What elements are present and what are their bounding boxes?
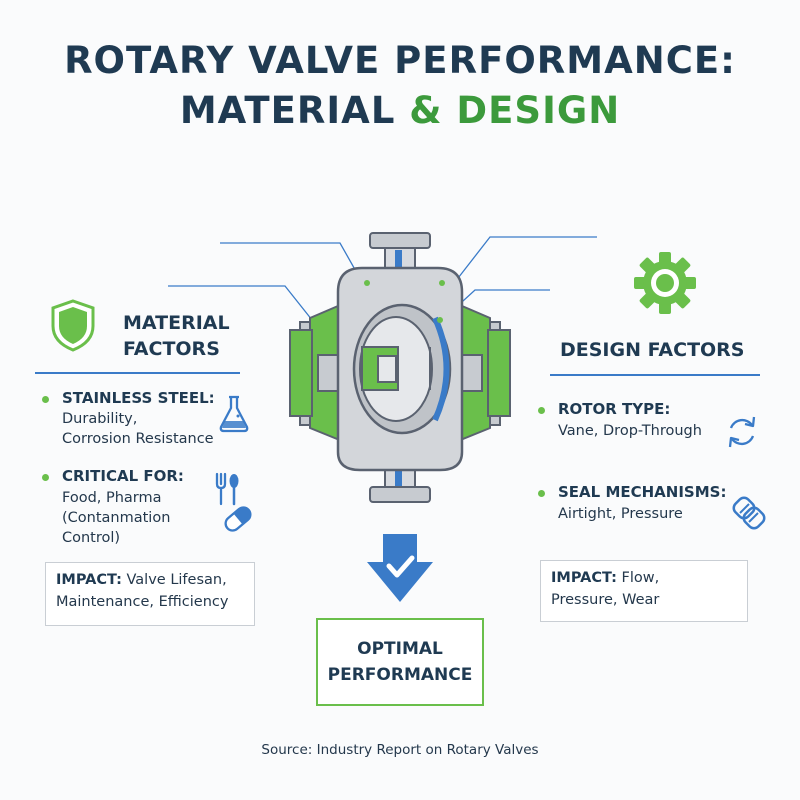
gear-icon [634,252,696,314]
stainless-steel-title: STAINLESS STEEL: [62,389,215,407]
rotor-type-title: ROTOR TYPE: [558,400,671,418]
design-impact-line-1: IMPACT: Flow, [551,567,737,589]
shield-icon [51,299,95,352]
critical-for-body: Food, Pharma (Contanmation Control) [62,488,170,548]
cutlery-icon [215,472,239,506]
source-caption: Source: Industry Report on Rotary Valves [261,742,539,758]
design-impact-text-1: Flow, [616,570,660,586]
valve-rotor-vane [361,346,399,391]
material-impact-line-1: IMPACT: Valve Lifesan, [56,569,244,591]
material-impact-label: IMPACT: [56,572,122,588]
rotor-type-body: Vane, Drop-Through [558,423,702,439]
critical-for-body-line-3: Control) [62,530,121,546]
valve-rotor-blue-edge [432,316,450,422]
title-design-word: & DESIGN [409,89,621,132]
bullet-dot [538,407,545,414]
design-factors-heading: DESIGN FACTORS [560,339,745,361]
design-heading-rule [550,374,760,376]
material-factors-heading: MATERIAL FACTORS [123,310,230,362]
callout-line-3 [454,236,597,283]
material-impact-line-2: Maintenance, Efficiency [56,594,229,610]
valve-marker-dot [364,280,370,286]
bullet-dot [538,490,545,497]
seal-mechanisms-title: SEAL MECHANISMS: [558,483,727,501]
valve-marker-dot [439,280,445,286]
critical-for-body-line-2: (Contanmation [62,510,171,526]
flask-icon [219,395,249,433]
bullet-dot [42,396,49,403]
page-title: ROTARY VALVE PERFORMANCE: MATERIAL & DES… [0,36,800,136]
optimal-line-1: OPTIMAL [357,639,443,659]
design-impact-label: IMPACT: [551,570,617,586]
stainless-steel-body-line-2: Corrosion Resistance [62,431,214,447]
optimal-performance-box: OPTIMAL PERFORMANCE [316,618,484,706]
critical-for-title: CRITICAL FOR: [62,467,184,485]
material-impact-box: IMPACT: Valve Lifesan, Maintenance, Effi… [45,562,255,626]
title-material-word: MATERIAL [179,89,410,132]
design-impact-line-2: Pressure, Wear [551,592,660,608]
material-heading-rule [35,372,240,374]
material-heading-line-1: MATERIAL [123,312,230,334]
pill-icon [224,506,252,532]
critical-for-body-line-1: Food, Pharma [62,490,162,506]
title-line-2: MATERIAL & DESIGN [0,86,800,136]
seal-mechanisms-body: Airtight, Pressure [558,506,683,522]
stainless-steel-body: Durability, Corrosion Resistance [62,409,214,449]
design-impact-box: IMPACT: Flow, Pressure, Wear [540,560,748,622]
down-arrow-check-icon [367,534,433,602]
valve-top-pipe [369,232,431,271]
optimal-performance-text: OPTIMAL PERFORMANCE [328,636,473,688]
rotate-arrows-icon [728,416,756,448]
title-line-1: ROTARY VALVE PERFORMANCE: [64,39,736,82]
stainless-steel-body-line-1: Durability, [62,411,138,427]
seal-link-icon [732,496,766,530]
bullet-dot [42,474,49,481]
material-heading-line-2: FACTORS [123,338,220,360]
material-impact-text-1: Valve Lifesan, [121,572,227,588]
valve-marker-dot [437,317,443,323]
callout-line-2 [168,285,321,331]
optimal-line-2: PERFORMANCE [327,665,473,685]
